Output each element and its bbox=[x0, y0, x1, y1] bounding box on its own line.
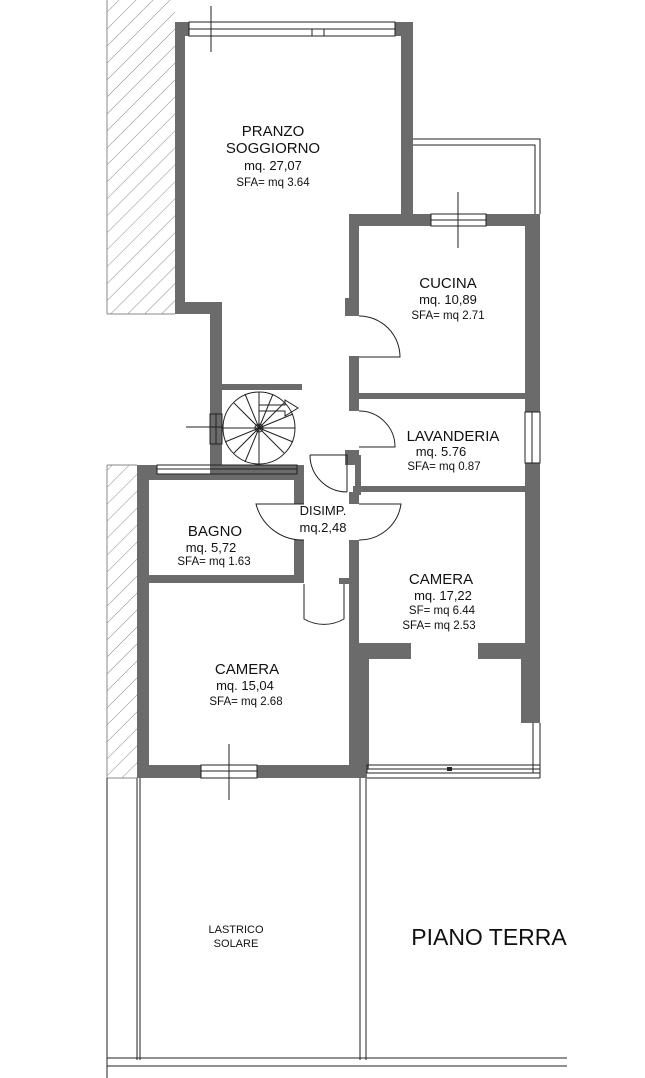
bathroom-sfa: SFA= mq 1.63 bbox=[177, 556, 250, 568]
laundry-name: LAVANDERIA bbox=[407, 428, 500, 445]
living-room-sfa: SFA= mq 3.64 bbox=[236, 177, 310, 189]
bedroom-right-window bbox=[366, 723, 541, 779]
bedroom-right-area: mq. 17,22 bbox=[414, 588, 472, 603]
living-room-area: mq. 27,07 bbox=[244, 158, 302, 173]
hall-area: mq.2,48 bbox=[300, 520, 347, 535]
windows bbox=[156, 6, 541, 800]
kitchen-sfa: SFA= mq 2.71 bbox=[411, 310, 484, 322]
walls bbox=[137, 22, 540, 778]
bedroom-right-name: CAMERA bbox=[409, 571, 473, 588]
bedroom-right-sf: SF= mq 6.44 bbox=[409, 605, 476, 617]
bedroom-left-sfa: SFA= mq 2.68 bbox=[209, 696, 282, 708]
terrace-outline bbox=[106, 778, 567, 1078]
bedroom-right-sfa: SFA= mq 2.53 bbox=[402, 620, 475, 632]
spiral-staircase bbox=[222, 391, 299, 465]
terrace-name: LASTRICO bbox=[208, 924, 263, 936]
living-room-name: PRANZO bbox=[242, 123, 305, 140]
living-room-name-2: SOGGIORNO bbox=[226, 140, 320, 157]
bathroom-name: BAGNO bbox=[188, 523, 242, 540]
terrace-name-2: SOLARE bbox=[214, 938, 259, 950]
hall-name: DISIMP. bbox=[300, 503, 347, 518]
kitchen-area: mq. 10,89 bbox=[419, 292, 477, 307]
balcony-outline bbox=[413, 138, 541, 214]
plan-title: PIANO TERRA bbox=[411, 924, 567, 950]
hatched-neighbor-bottom bbox=[106, 464, 137, 779]
doors bbox=[255, 315, 402, 625]
laundry-sfa: SFA= mq 0.87 bbox=[407, 461, 480, 473]
bedroom-left-name: CAMERA bbox=[215, 661, 279, 678]
kitchen-name: CUCINA bbox=[419, 275, 477, 292]
bathroom-area: mq. 5,72 bbox=[186, 540, 237, 555]
bedroom-left-area: mq. 15,04 bbox=[216, 678, 274, 693]
hatched-neighbor-top bbox=[106, 0, 175, 315]
laundry-area: mq. 5.76 bbox=[416, 444, 467, 459]
